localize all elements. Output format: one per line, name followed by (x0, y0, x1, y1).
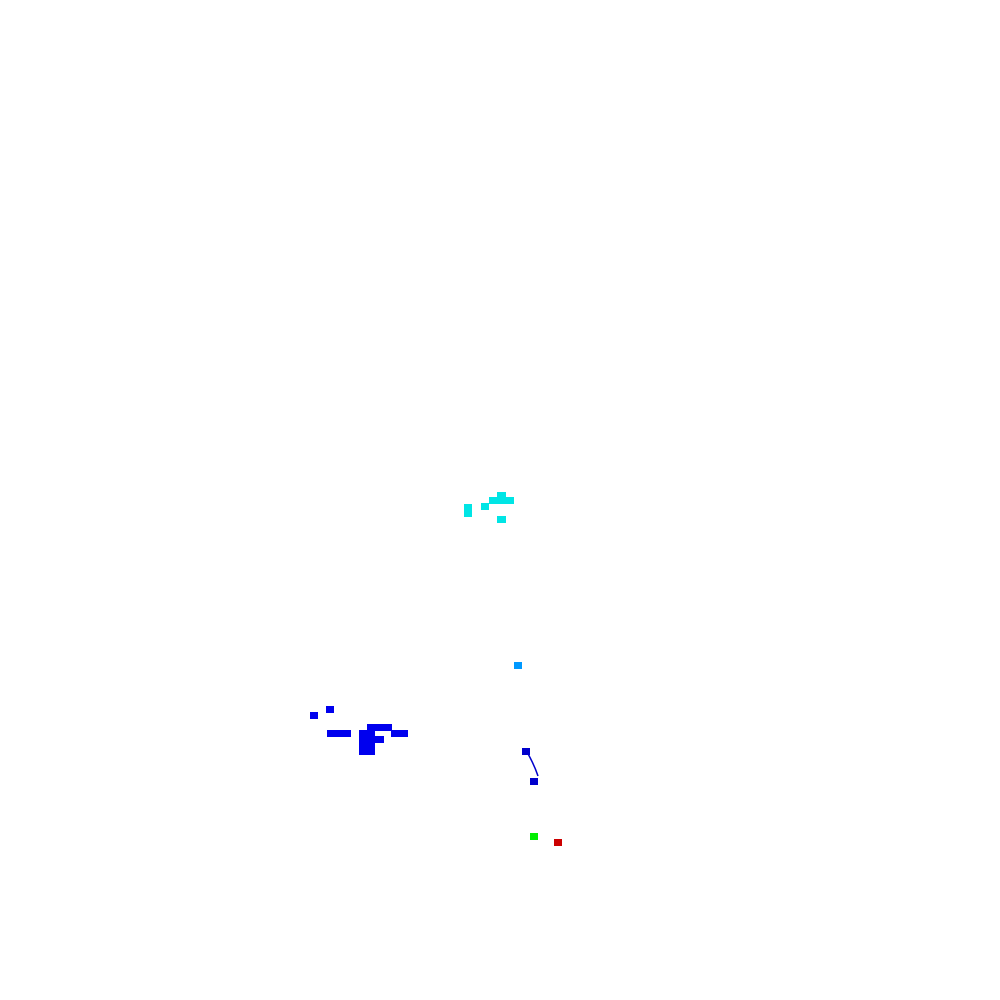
cyan-cluster (464, 492, 514, 523)
blue-curve (522, 748, 539, 785)
blue-mark (326, 706, 334, 713)
blue-curve-line (526, 751, 539, 777)
blue-mark (391, 730, 408, 737)
green-mark (530, 833, 538, 840)
blue-mark (327, 730, 351, 737)
blue-mark (367, 724, 392, 731)
green-square (530, 833, 538, 840)
blue-mark (359, 730, 375, 755)
cyan-mark (497, 516, 506, 523)
red-square (554, 839, 562, 846)
blue-mark (310, 712, 318, 719)
cyan-mark (489, 497, 514, 504)
cyan-mark (464, 504, 472, 517)
blue-curve-start (522, 748, 530, 755)
red-mark (554, 839, 562, 846)
blue-cluster (310, 706, 408, 755)
cyan-mark (481, 503, 489, 510)
light-blue-mark (514, 662, 522, 669)
light-blue-square (514, 662, 522, 669)
cyan-mark (497, 492, 506, 498)
blue-curve-end (530, 778, 538, 785)
blue-mark (375, 736, 384, 743)
